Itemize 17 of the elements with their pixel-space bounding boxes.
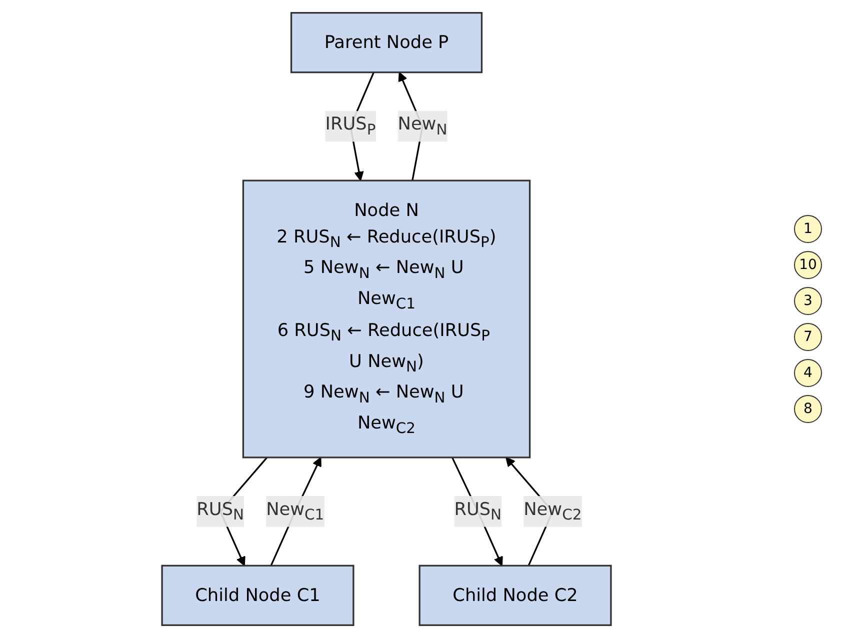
step-number: 3 [794, 287, 822, 315]
step-number: 10 [794, 251, 822, 279]
node-box: Child Node C2 [418, 564, 612, 626]
edge-label: New$_{N}$ [398, 113, 448, 139]
node-box: Parent Node P [290, 12, 483, 74]
edge-label: New$_{C1}$ [266, 498, 324, 524]
edge-label: RUS$_{N}$ [454, 498, 502, 524]
edge-label: RUS$_{N}$ [196, 498, 244, 524]
edge-label: IRUS$_{P}$ [325, 113, 376, 139]
edge-label: New$_{C2}$ [524, 498, 582, 524]
step-number: 8 [794, 395, 822, 423]
arrow [451, 457, 503, 566]
step-number: 7 [794, 323, 822, 351]
step-number: 1 [794, 215, 822, 243]
node-box: Node N 2 RUS$_{N}$ ← Reduce(IRUS$_{P}$) 5 New$_{N}$ ← New$_{N}$ U New$_{C1}$ 6 RUS$_{N}$ ← Reduce(IRUS$_{P}$ U New$_{N}$) 9 New$_{N}$ ← New$_{N}$ U New$_{C2}$ [242, 180, 531, 458]
node-box: Child Node C1 [161, 564, 354, 626]
step-number: 4 [794, 359, 822, 387]
